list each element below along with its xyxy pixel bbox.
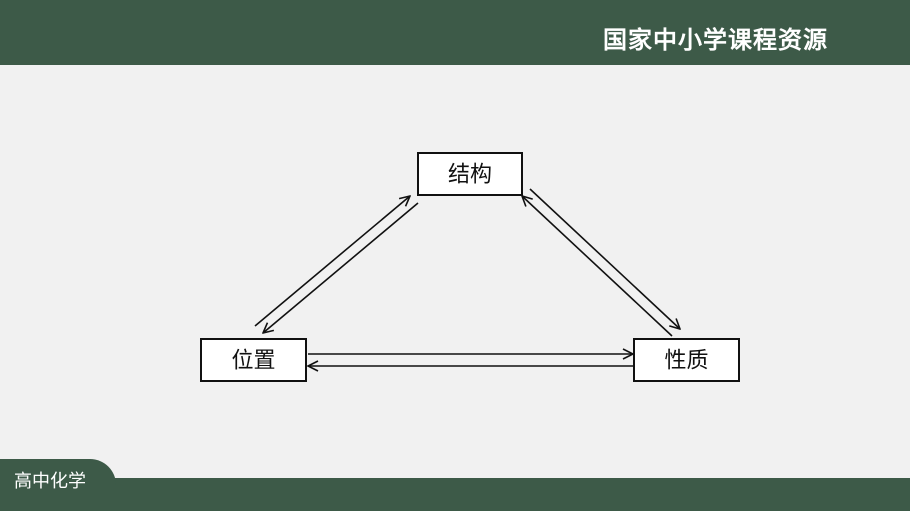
node-structure-box [417,152,523,196]
subject-label: 高中化学 [14,471,86,492]
subject-tab [0,459,116,511]
arrow-structure-to-position [263,202,419,333]
node-structure: 结构 [417,152,523,196]
node-structure-label: 结构 [448,163,492,188]
node-position: 位置 [200,338,307,382]
arrow-position-to-structure [254,196,410,327]
arrow-structure-to-property [529,188,680,329]
bottom-banner [0,478,910,511]
arrow-property-to-structure [522,196,673,337]
brand-title: 国家中小学课程资源 [603,26,828,54]
top-banner [0,0,910,65]
node-position-box [200,338,307,382]
node-property: 性质 [633,338,740,382]
node-position-label: 位置 [231,349,275,374]
node-property-box [633,338,740,382]
node-property-label: 性质 [664,349,708,374]
